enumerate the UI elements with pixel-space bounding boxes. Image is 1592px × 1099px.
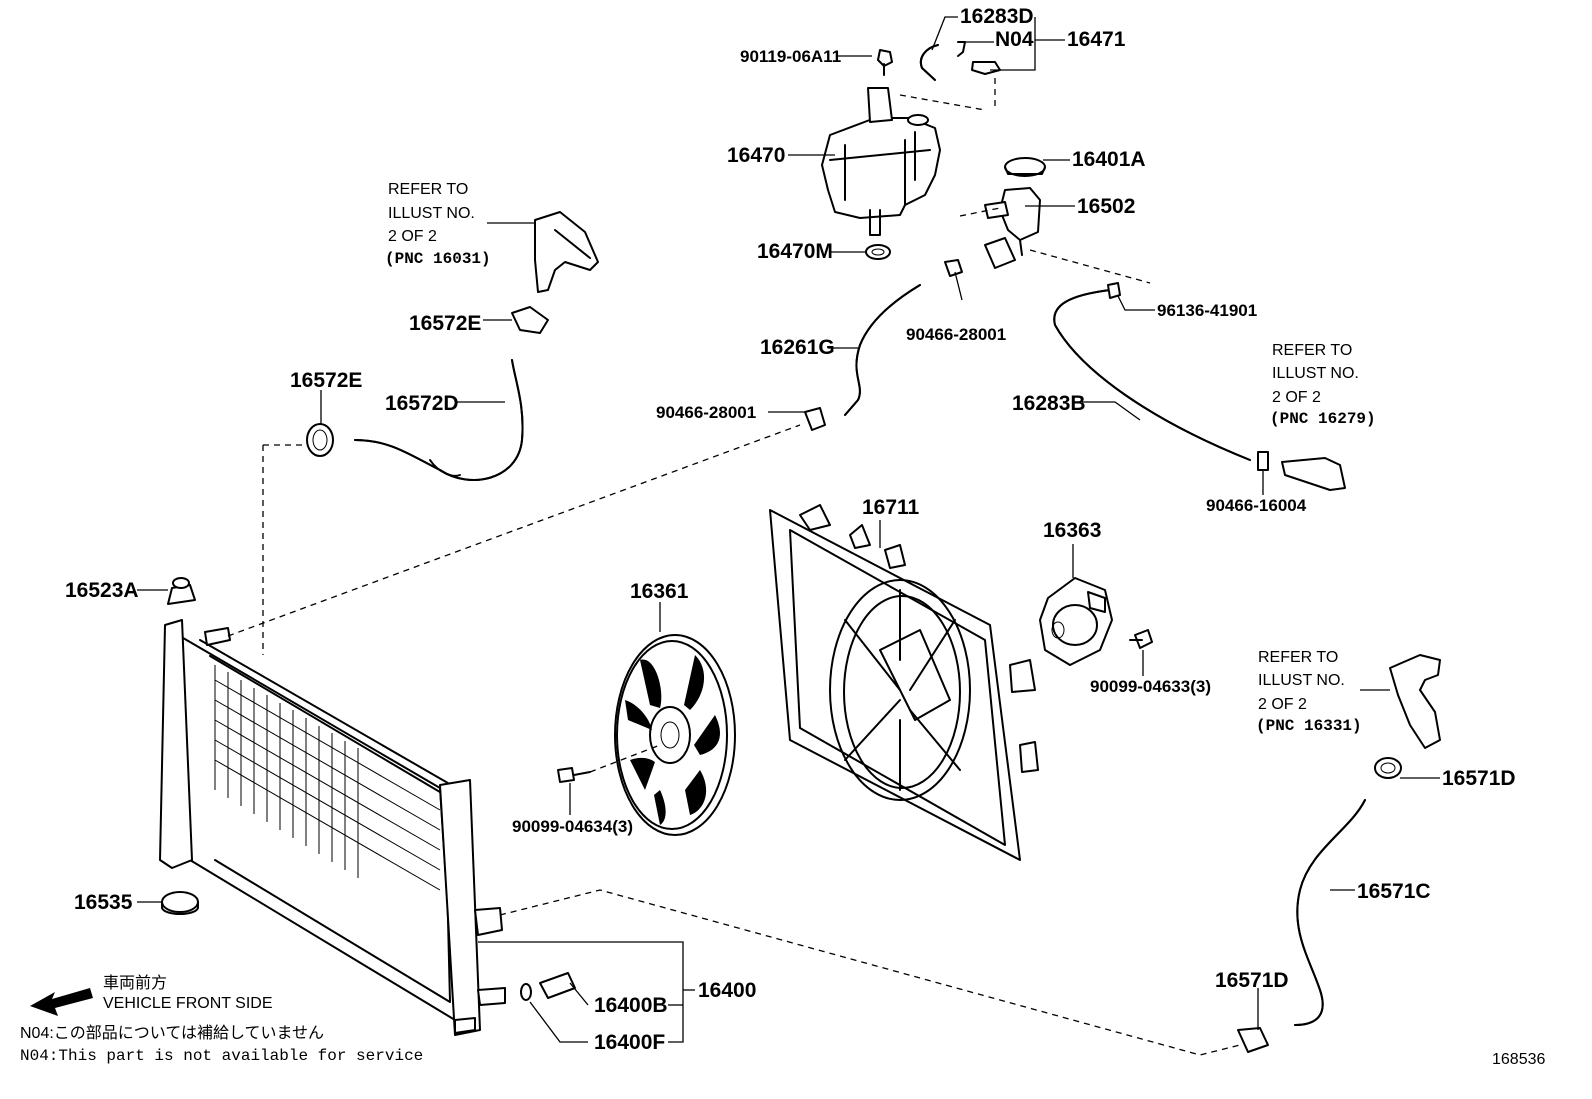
hose-16571C <box>1294 799 1366 1026</box>
label-90466-28001-lower: 90466-28001 <box>656 403 756 422</box>
radiator-cap <box>1004 157 1046 177</box>
svg-text:2 OF 2: 2 OF 2 <box>1258 696 1307 713</box>
part-labels: 16283D N04 16471 90119-06A11 16470 16401… <box>65 5 1516 1054</box>
n04-note-en: N04:This part is not available for servi… <box>20 1047 423 1065</box>
label-16283D: 16283D <box>960 5 1034 28</box>
svg-text:REFER TO: REFER TO <box>388 181 468 198</box>
svg-text:ILLUST NO.: ILLUST NO. <box>1258 672 1345 689</box>
label-16572E-left: 16572E <box>290 369 362 392</box>
fan-motor <box>1039 577 1113 666</box>
svg-text:(PNC 16031): (PNC 16031) <box>385 250 491 268</box>
fan-shroud <box>769 504 1039 861</box>
small-hose-16283D <box>919 44 939 81</box>
drain-16400B <box>539 972 576 999</box>
svg-text:(PNC 16279): (PNC 16279) <box>1270 410 1376 428</box>
vehicle-front-arrow-icon <box>30 988 93 1016</box>
plug-16535 <box>161 891 199 915</box>
svg-text:ILLUST NO.: ILLUST NO. <box>388 205 475 222</box>
clamp-16572E-left <box>306 423 334 457</box>
refer-note-16031: REFER TO ILLUST NO. 2 OF 2 (PNC 16031) <box>385 181 491 268</box>
legend: 車両前方 VEHICLE FRONT SIDE N04:この部品については補給し… <box>20 974 423 1065</box>
label-90099-04633: 90099-04633(3) <box>1090 677 1211 696</box>
n04-note-jp: N04:この部品については補給していません <box>20 1024 324 1042</box>
hose-16283B <box>1053 289 1251 461</box>
cap-16523A <box>167 577 196 605</box>
leader-lines <box>137 16 1440 1043</box>
cap-16471 <box>971 61 1001 75</box>
label-16502: 16502 <box>1077 195 1135 218</box>
filler-neck <box>984 187 1041 269</box>
label-16401A: 16401A <box>1072 148 1146 171</box>
front-side-en: VEHICLE FRONT SIDE <box>103 995 273 1012</box>
hose-16261G <box>844 284 921 416</box>
clip-90466-16004 <box>1257 451 1269 471</box>
label-96136-41901: 96136-41901 <box>1157 301 1257 320</box>
reservoir-tank <box>821 87 941 236</box>
diagram-id: 168536 <box>1492 1051 1545 1068</box>
oring-16400F <box>520 983 532 1001</box>
label-16571D-top: 16571D <box>1442 767 1516 790</box>
clip-n04 <box>957 41 966 57</box>
label-16711: 16711 <box>862 496 920 519</box>
label-90099-04634: 90099-04634(3) <box>512 817 633 836</box>
svg-text:REFER TO: REFER TO <box>1272 342 1352 359</box>
clip-96136 <box>1107 282 1121 299</box>
inlet-16331 <box>1389 654 1441 749</box>
radiator-core <box>159 619 506 1036</box>
clamp-16571D-bot <box>1237 1027 1269 1053</box>
connector-16279 <box>1281 457 1346 491</box>
label-N04: N04 <box>995 28 1034 51</box>
label-16571C: 16571C <box>1357 880 1431 903</box>
label-16283B: 16283B <box>1012 392 1086 415</box>
svg-text:ILLUST NO.: ILLUST NO. <box>1272 365 1359 382</box>
hose-16572D <box>354 359 524 481</box>
tank-bolt <box>877 49 893 76</box>
label-16400: 16400 <box>698 979 756 1002</box>
motor-bolt <box>1129 629 1153 649</box>
svg-text:2 OF 2: 2 OF 2 <box>1272 389 1321 406</box>
label-16470: 16470 <box>727 144 785 167</box>
clamp-lower <box>804 407 826 431</box>
label-16470M: 16470M <box>757 240 833 263</box>
label-16261G: 16261G <box>760 336 835 359</box>
gasket-16470M <box>865 244 891 260</box>
label-90466-28001-upper: 90466-28001 <box>906 325 1006 344</box>
svg-text:2 OF 2: 2 OF 2 <box>388 228 437 245</box>
label-16535: 16535 <box>74 891 133 914</box>
label-16572E-top: 16572E <box>409 312 481 335</box>
label-16571D-bot: 16571D <box>1215 969 1289 992</box>
fan <box>614 634 736 836</box>
refer-note-16279: REFER TO ILLUST NO. 2 OF 2 (PNC 16279) <box>1270 342 1376 428</box>
label-90466-16004: 90466-16004 <box>1206 496 1307 515</box>
refer-note-16331: REFER TO ILLUST NO. 2 OF 2 (PNC 16331) <box>1256 649 1362 735</box>
front-side-jp: 車両前方 <box>103 974 167 992</box>
clamp-upper <box>944 259 963 277</box>
fan-bolt <box>557 767 591 783</box>
label-16572D: 16572D <box>385 392 459 415</box>
clamp-16572E-top <box>511 306 549 334</box>
water-outlet <box>534 211 599 293</box>
label-16363: 16363 <box>1043 519 1101 542</box>
clamp-16571D-top <box>1374 757 1402 779</box>
svg-text:(PNC 16331): (PNC 16331) <box>1256 717 1362 735</box>
svg-text:REFER TO: REFER TO <box>1258 649 1338 666</box>
label-90119-06A11: 90119-06A11 <box>740 47 841 66</box>
label-16471: 16471 <box>1067 28 1126 51</box>
label-16400B: 16400B <box>594 994 668 1017</box>
label-16523A: 16523A <box>65 579 139 602</box>
label-16361: 16361 <box>630 580 689 603</box>
label-16400F: 16400F <box>594 1031 665 1054</box>
